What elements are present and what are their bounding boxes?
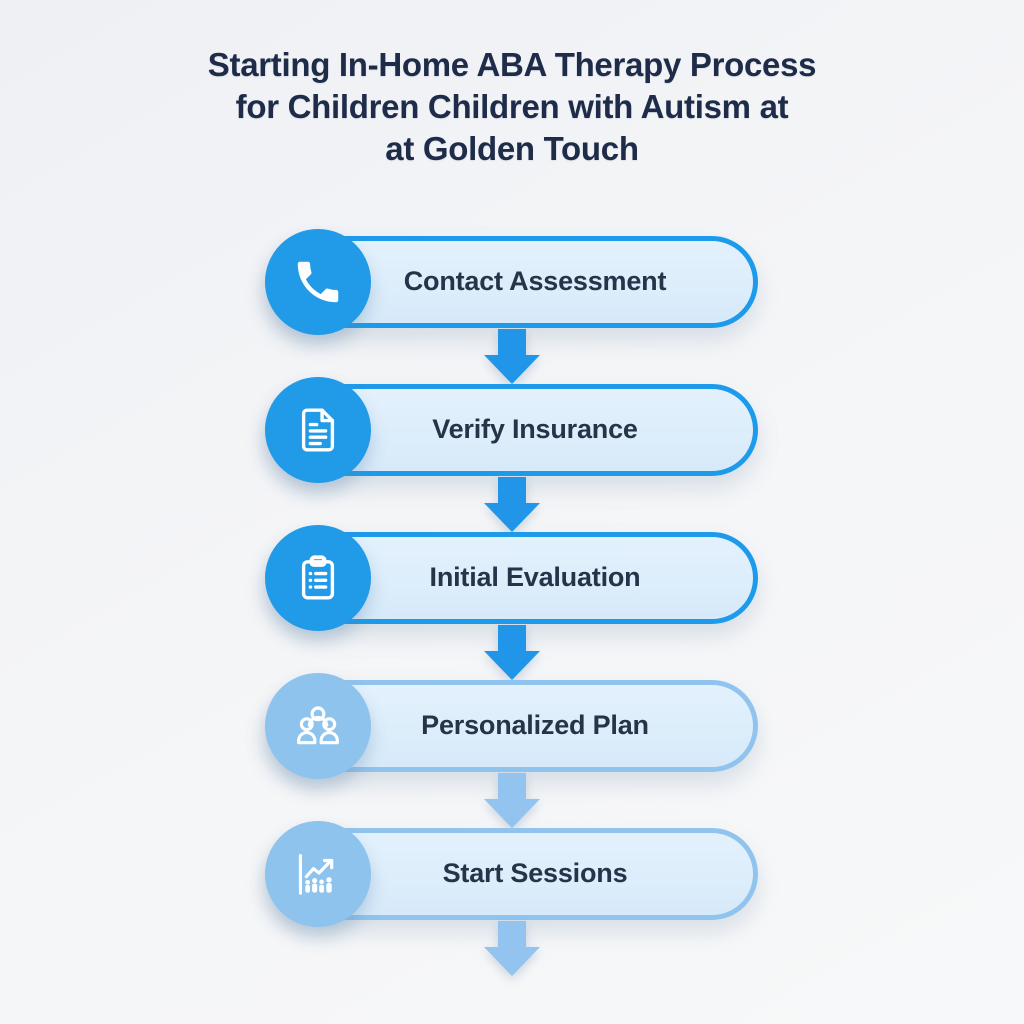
down-arrow-icon (484, 476, 540, 532)
step-contact-assessment: Contact Assessment (265, 228, 758, 335)
step-verify-insurance: Verify Insurance (265, 376, 758, 483)
document-icon (301, 408, 335, 452)
step-start-sessions: Start Sessions (265, 820, 758, 927)
down-arrow-icon (484, 624, 540, 680)
step-label: Personalized Plan (421, 710, 649, 741)
growth-chart-icon (298, 853, 334, 895)
page-title: Starting In-Home ABA Therapy Process for… (207, 44, 817, 170)
people-icon (297, 706, 339, 744)
step-initial-evaluation: Initial Evaluation (265, 524, 758, 631)
step-label: Initial Evaluation (429, 562, 641, 593)
step-icon-circle (265, 228, 371, 335)
phone-icon (297, 261, 339, 302)
down-arrow-icon (484, 772, 540, 828)
down-arrow-icon (484, 328, 540, 384)
step-label: Start Sessions (442, 858, 628, 889)
step-personalized-plan: Personalized Plan (265, 672, 758, 779)
step-icon-circle (265, 524, 371, 631)
step-label: Verify Insurance (432, 414, 638, 445)
title-line-2: for Children Children with Autism at (235, 87, 789, 125)
title-line-3: at Golden Touch (385, 129, 639, 167)
step-icon-circle (265, 820, 371, 927)
step-icon-circle (265, 672, 371, 779)
process-flow: Contact Assessment Verify Insurance (265, 228, 758, 976)
title-line-1: Starting In-Home ABA Therapy Process (207, 46, 817, 83)
down-arrow-icon (484, 920, 540, 976)
step-icon-circle (265, 376, 371, 483)
step-label: Contact Assessment (403, 266, 667, 297)
clipboard-icon (301, 555, 335, 600)
